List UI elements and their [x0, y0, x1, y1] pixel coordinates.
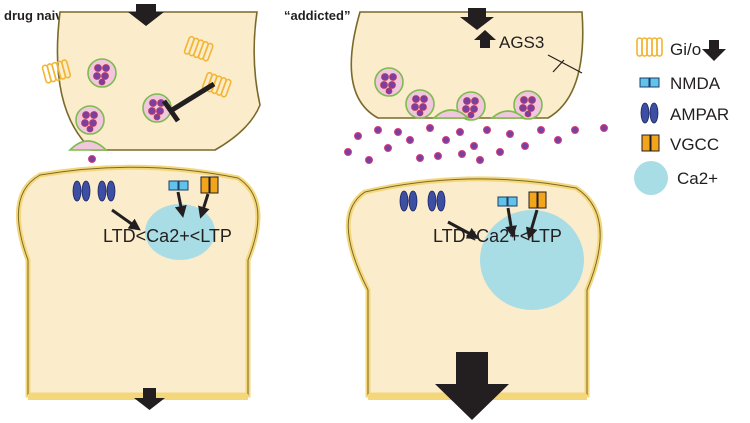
right-vgcc-to-ca-arrow: [525, 209, 539, 240]
right-nmda: [497, 196, 518, 207]
right-panel: “addicted” AGS3: [284, 8, 608, 420]
ags3-inhibition-icon: [547, 54, 583, 74]
legend-item-nmda: NMDA: [639, 74, 721, 93]
left-nmda: [168, 180, 189, 191]
right-protein-label: AGS3: [499, 33, 544, 52]
left-ampar-to-ca-arrow: [111, 208, 141, 231]
left-vgcc: [200, 176, 219, 194]
right-nmda-to-ca-arrow: [505, 207, 517, 238]
calcium-circle-icon: [634, 161, 668, 195]
left-presynaptic-terminal: [56, 11, 261, 151]
left-postsynaptic-cell-outline: [17, 166, 259, 395]
left-gio-inhibition-icon: [161, 81, 216, 123]
gio-receptor-coil-icon: [636, 37, 663, 57]
legend-label-vgcc: VGCC: [670, 135, 719, 154]
right-ampar-to-ca-arrow: [447, 220, 480, 239]
left-vesicle-3: [75, 105, 105, 135]
legend-item-gio: Gi/o: [636, 37, 726, 61]
left-nmda-to-ca-arrow: [174, 191, 187, 218]
ags3-up-arrow-icon: [474, 30, 496, 48]
legend-item-vgcc: VGCC: [641, 134, 719, 154]
right-neurotransmitter-cloud: [344, 124, 608, 164]
legend: Gi/o NMDA AMPAR VGCC Ca2+: [634, 37, 729, 195]
right-postsynaptic-cell-outline: [347, 178, 601, 395]
right-fusing-vesicle-2: [489, 110, 527, 119]
right-output-arrow: [435, 352, 509, 420]
legend-label-gio: Gi/o: [670, 40, 701, 59]
nmda-receptor-double-square-icon: [639, 77, 660, 88]
left-panel: drug naive: [4, 4, 261, 410]
left-calcium-pool: [145, 204, 215, 260]
left-fusing-vesicle: [68, 140, 108, 151]
left-vesicle-1: [87, 58, 117, 88]
right-vgcc: [528, 191, 547, 209]
left-output-arrow: [134, 388, 165, 410]
right-vesicle-2: [405, 89, 435, 119]
legend-label-ampar: AMPAR: [670, 105, 729, 124]
right-panel-title: “addicted”: [284, 8, 350, 23]
right-ratio-label: LTD<Ca2+<LTP: [433, 226, 562, 246]
left-bottom-membrane: [28, 394, 248, 400]
left-neurotransmitter-1: [88, 155, 96, 163]
right-fusing-vesicle-1: [431, 109, 471, 119]
left-ratio-label: LTD<Ca2+<LTP: [103, 226, 232, 246]
ampar-receptor-double-oval-icon: [640, 102, 659, 124]
right-input-arrow: [460, 8, 494, 30]
legend-label-nmda: NMDA: [670, 74, 721, 93]
left-panel-title: drug naive: [4, 8, 70, 23]
left-postsynaptic-cell: [15, 164, 261, 398]
legend-item-ca: Ca2+: [634, 161, 718, 195]
left-input-arrow: [128, 4, 164, 26]
left-vgcc-to-ca-arrow: [198, 193, 210, 219]
down-arrow-icon: [702, 40, 726, 61]
vgcc-channel-icon: [641, 134, 660, 152]
legend-item-ampar: AMPAR: [640, 102, 729, 124]
legend-label-ca: Ca2+: [677, 169, 718, 188]
right-vesicle-1: [374, 67, 404, 97]
